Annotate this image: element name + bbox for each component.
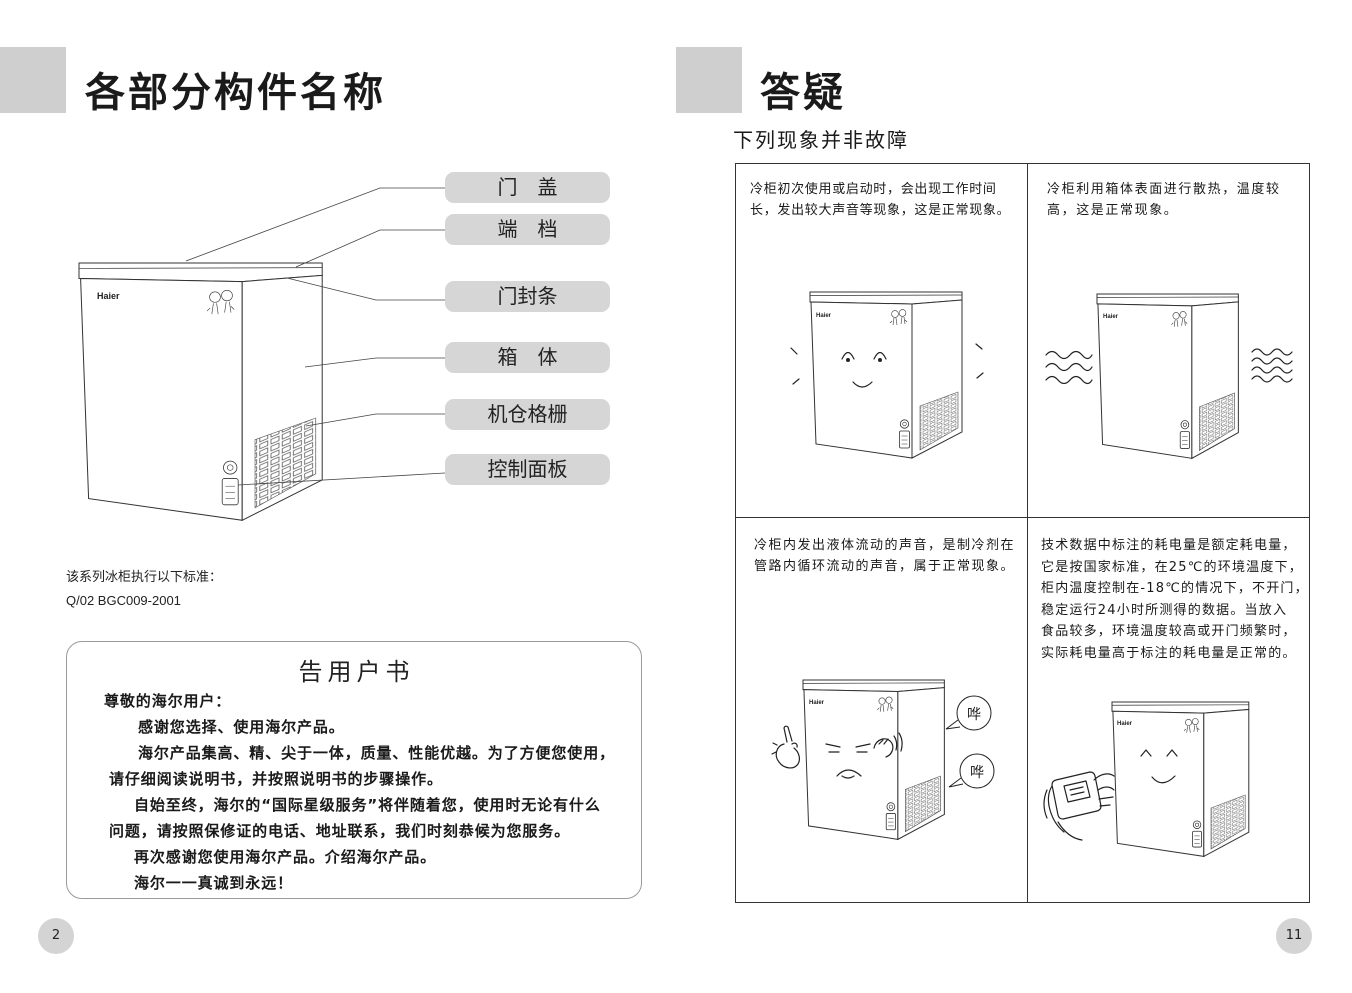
page-number-left: 2 bbox=[38, 918, 74, 954]
qa-text-line: 技术数据中标注的耗电量是额定耗电量， bbox=[1041, 538, 1297, 553]
notice-body: 尊敬的海尔用户： 感谢您选择、使用海尔产品。 海尔产品集高、精、尖于一体，质量、… bbox=[67, 688, 641, 896]
qa-cell-1-text: 冷柜初次使用或启动时，会出现工作时间 长，发出较大声音等现象，这是正常现象。 bbox=[750, 179, 1010, 221]
notice-greeting: 尊敬的海尔用户： bbox=[104, 692, 232, 710]
section-subtitle: 下列现象并非故障 bbox=[733, 128, 909, 152]
qa-text-line: 冷柜内发出液体流动的声音，是制冷剂在 bbox=[754, 538, 1016, 553]
qa-text-line: 管路内循环流动的声音，属于正常现象。 bbox=[754, 559, 1016, 574]
notice-line: 海尔产品集高、精、尖于一体，质量、性能优越。为了方便您使用， bbox=[138, 744, 616, 762]
part-label-control-panel: 控制面板 bbox=[445, 454, 610, 485]
notice-line: 请仔细阅读说明书，并按照说明书的步骤操作。 bbox=[109, 770, 443, 788]
part-label-end-panel: 端 档 bbox=[445, 214, 610, 245]
qa-grid-divider-horizontal bbox=[735, 517, 1310, 518]
page-title: 各部分构件名称 bbox=[85, 70, 386, 116]
parts-diagram: Haier bbox=[78, 187, 446, 522]
qa-text-line: 长，发出较大声音等现象，这是正常现象。 bbox=[750, 203, 1011, 218]
notice-line: 问题，请按照保修证的电话、地址联系，我们时刻恭候为您服务。 bbox=[109, 822, 571, 840]
notice-title: 告用户书 bbox=[298, 658, 415, 686]
page-number-right: 11 bbox=[1276, 918, 1312, 954]
leader-line-lid bbox=[185, 187, 445, 262]
brand-logo: Haier bbox=[97, 291, 120, 301]
part-label-cabinet: 箱 体 bbox=[445, 342, 610, 373]
qa-text-line: 食品较多，环境温度较高或开门频繁时， bbox=[1041, 624, 1297, 639]
part-label-grille: 机仓格栅 bbox=[445, 399, 610, 430]
header-gray-block bbox=[0, 47, 66, 113]
user-notice-box: 告用户书 尊敬的海尔用户： 感谢您选择、使用海尔产品。 海尔产品集高、精、尖于一… bbox=[66, 641, 642, 899]
notice-line: 感谢您选择、使用海尔产品。 bbox=[138, 718, 345, 736]
leader-line-door-seal bbox=[286, 277, 445, 301]
part-label-lid: 门 盖 bbox=[445, 172, 610, 203]
qa-text-line: 冷柜初次使用或启动时，会出现工作时间 bbox=[750, 182, 997, 197]
qa-grid bbox=[735, 163, 1310, 903]
leader-line-cabinet bbox=[304, 357, 445, 368]
leader-lines bbox=[185, 187, 446, 486]
part-label-door-seal: 门封条 bbox=[445, 281, 610, 312]
leader-line-end-panel bbox=[295, 229, 445, 268]
notice-line: 再次感谢您使用海尔产品。介绍海尔产品。 bbox=[134, 848, 437, 866]
header-gray-block bbox=[676, 47, 742, 113]
notice-line: 自始至终，海尔的“国际星级服务”将伴随着您，使用时无论有什么 bbox=[134, 796, 601, 814]
qa-text-line: 冷柜利用箱体表面进行散热，温度较 bbox=[1047, 182, 1281, 197]
qa-cell-3-text: 冷柜内发出液体流动的声音，是制冷剂在 管路内循环流动的声音，属于正常现象。 bbox=[754, 535, 1015, 577]
qa-cell-4-text: 技术数据中标注的耗电量是额定耗电量， 它是按国家标准，在25℃的环境温度下， 柜… bbox=[1041, 535, 1309, 664]
qa-text-line: 实际耗电量高于标注的耗电量是正常的。 bbox=[1041, 645, 1297, 661]
qa-text-line: 柜内温度控制在-18℃的情况下，不开门， bbox=[1041, 581, 1309, 596]
qa-text-line: 它是按国家标准，在25℃的环境温度下， bbox=[1041, 559, 1303, 575]
leader-line-grille bbox=[305, 413, 445, 427]
freezer-illustration bbox=[78, 262, 324, 522]
standard-intro: 该系列冰柜执行以下标准： bbox=[66, 570, 223, 585]
leader-line-control-panel bbox=[237, 472, 446, 486]
qa-grid-divider-vertical bbox=[1027, 163, 1028, 903]
qa-cell-2-text: 冷柜利用箱体表面进行散热，温度较 高，这是正常现象。 bbox=[1047, 179, 1281, 221]
page-title: 答疑 bbox=[760, 70, 846, 116]
notice-closing: 海尔一一真诚到永远！ bbox=[134, 874, 294, 892]
qa-text-line: 高，这是正常现象。 bbox=[1047, 203, 1179, 218]
qa-text-line: 稳定运行24小时所测得的数据。当放入 bbox=[1041, 602, 1288, 618]
standard-code: Q/02 BGC009-2001 bbox=[66, 593, 181, 608]
